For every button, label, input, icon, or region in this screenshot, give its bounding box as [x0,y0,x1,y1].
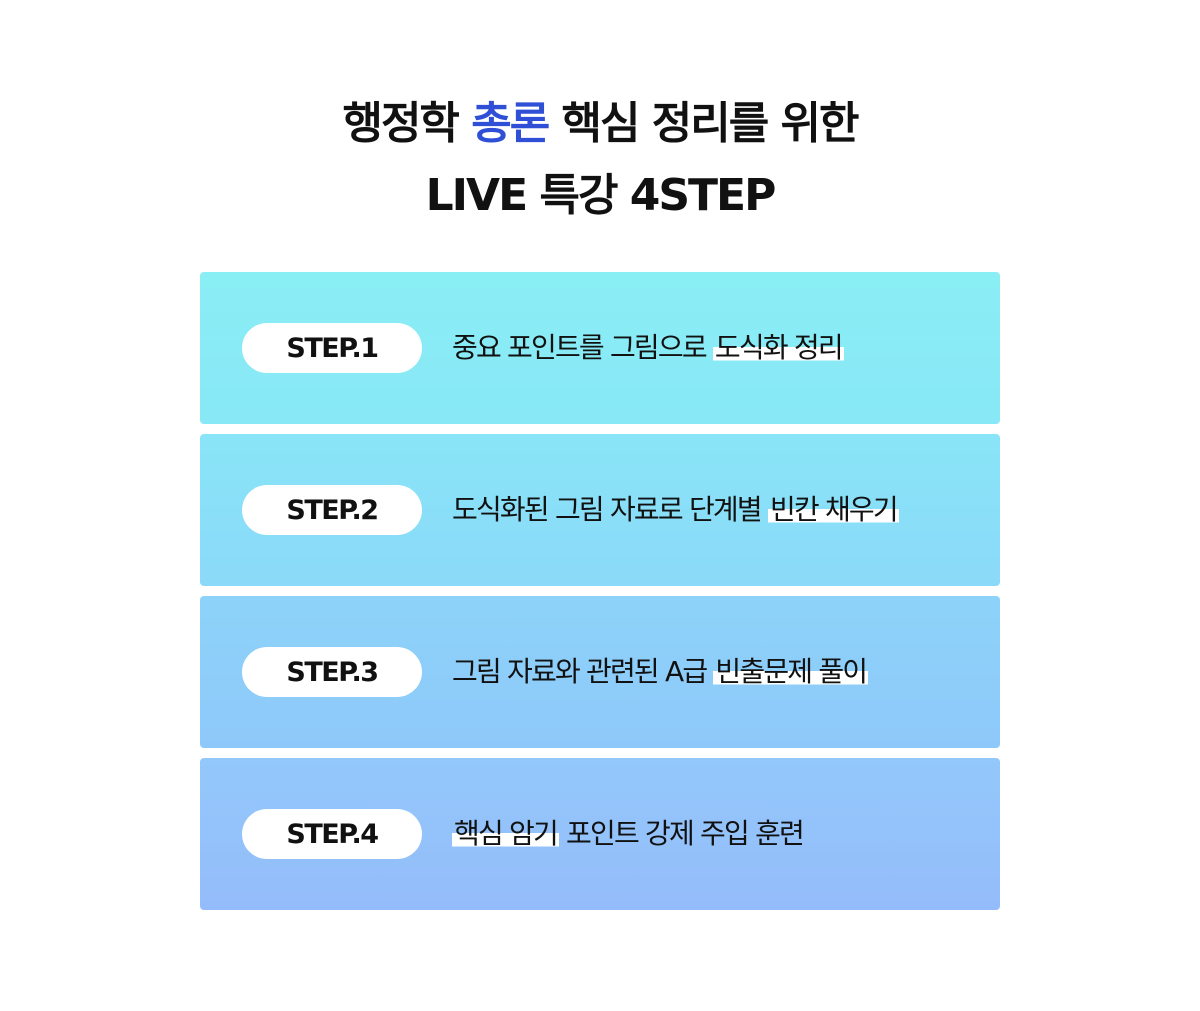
step-description-1: 중요 포인트를 그림으로 도식화 정리 [452,328,844,368]
step-text-2: 도식화된 그림 자료로 단계별 [452,493,768,526]
step-badge-1: STEP.1 [242,323,422,373]
step-badge-4: STEP.4 [242,809,422,859]
step-highlight-2: 빈칸 채우기 [767,493,899,526]
step-description-3: 그림 자료와 관련된 A급 빈출문제 풀이 [452,652,869,692]
step-text-3: 그림 자료와 관련된 A급 [452,655,714,688]
step-highlight-3: 빈출문제 풀이 [713,655,869,688]
title-accent-text: 총론 [471,98,550,149]
step-card-4: STEP.4 핵심 암기 포인트 강제 주입 훈련 [200,758,1000,910]
step-badge-3: STEP.3 [242,647,422,697]
step-highlight-4: 핵심 암기 [452,817,559,850]
step-description-4: 핵심 암기 포인트 강제 주입 훈련 [452,814,805,854]
step-badge-2: STEP.2 [242,485,422,535]
step-card-2: STEP.2 도식화된 그림 자료로 단계별 빈칸 채우기 [200,434,1000,586]
title-line-1-prefix: 행정학 [342,98,472,149]
step-card-1: STEP.1 중요 포인트를 그림으로 도식화 정리 [200,272,1000,424]
step-text-1: 중요 포인트를 그림으로 [452,331,713,364]
page-title: 행정학 총론 핵심 정리를 위한 LIVE 특강 4STEP [0,88,1200,232]
step-description-2: 도식화된 그림 자료로 단계별 빈칸 채우기 [452,490,899,530]
step-list: STEP.1 중요 포인트를 그림으로 도식화 정리 STEP.2 도식화된 그… [200,272,1000,920]
step-card-3: STEP.3 그림 자료와 관련된 A급 빈출문제 풀이 [200,596,1000,748]
title-line-1-suffix: 핵심 정리를 위한 [548,98,860,149]
title-line-1: 행정학 총론 핵심 정리를 위한 [0,88,1200,160]
step-highlight-1: 도식화 정리 [712,331,844,364]
title-line-2: LIVE 특강 4STEP [425,170,777,221]
step-text-after-4: 포인트 강제 주입 훈련 [558,817,805,850]
